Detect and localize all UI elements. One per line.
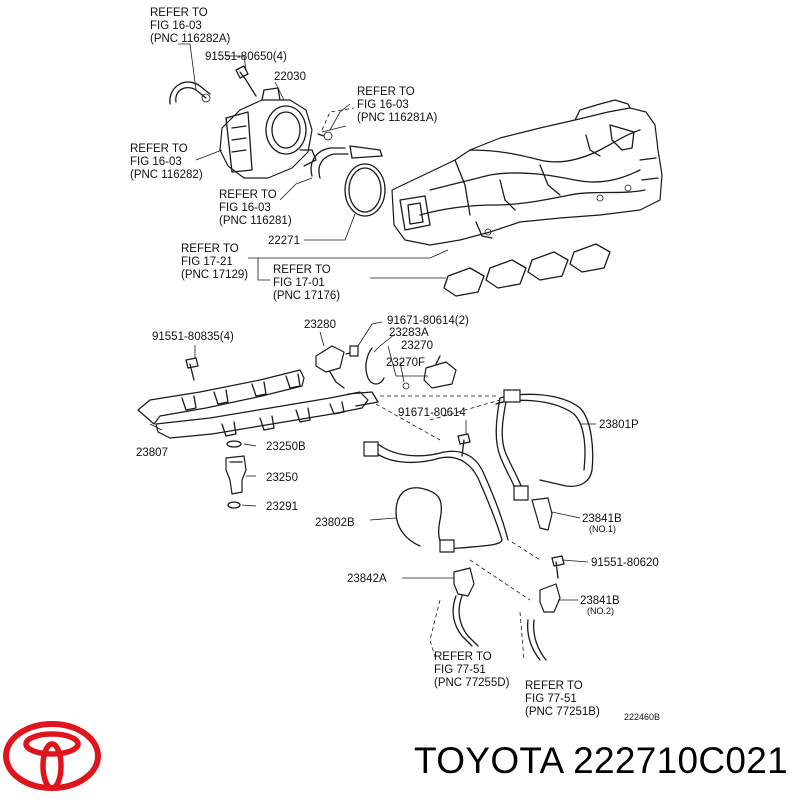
dashed-reference-lines bbox=[321, 107, 541, 661]
lower-fuel-hoses-drawing bbox=[452, 595, 547, 661]
fuel-pipe-23801P-drawing bbox=[495, 389, 594, 501]
label-23280: 23280 bbox=[304, 319, 336, 331]
injector-drawing bbox=[225, 440, 247, 509]
ref-left-mid-line3: (PNC 116282) bbox=[130, 169, 203, 181]
label-91671-80614: 91671-80614 bbox=[398, 407, 466, 419]
ref-right-top-line2: FIG 16-03 bbox=[357, 99, 409, 111]
ref-fig-17-21-line1: REFER TO bbox=[181, 243, 239, 255]
label-23283A: 23283A bbox=[389, 327, 429, 339]
ref-left-mid-line1: REFER TO bbox=[130, 143, 188, 155]
label-23801P: 23801P bbox=[599, 419, 639, 431]
label-22271: 22271 bbox=[268, 235, 300, 247]
ref-fig-77-51-b-line2: FIG 77-51 bbox=[525, 693, 577, 705]
throttle-gasket-ring bbox=[344, 163, 386, 217]
label-23841B-no2: 23841B bbox=[580, 595, 620, 607]
fuel-hose-23802B-drawing bbox=[363, 433, 509, 553]
label-91551-80835: 91551-80835(4) bbox=[152, 331, 234, 343]
fuel-rail-drawing bbox=[137, 357, 379, 439]
label-23841B-no1: 23841B bbox=[582, 513, 622, 525]
label-23802B: 23802B bbox=[315, 517, 355, 529]
label-23270: 23270 bbox=[401, 340, 433, 352]
ref-fig-77-51-a-line2: FIG 77-51 bbox=[434, 664, 486, 676]
ref-throttle-top-line3: (PNC 116282A) bbox=[150, 33, 230, 45]
label-23841B-no1-note: (NO.1) bbox=[589, 524, 616, 534]
label-23291: 23291 bbox=[266, 501, 298, 513]
ref-mid-hose-line1: REFER TO bbox=[219, 189, 277, 201]
label-91671-80614-2: 91671-80614(2) bbox=[387, 315, 469, 327]
pressure-regulator-drawing bbox=[315, 345, 359, 389]
throttle-body-drawing bbox=[169, 65, 317, 179]
label-22030: 22030 bbox=[274, 71, 306, 83]
clamp-23842A-drawing bbox=[453, 567, 475, 597]
brand-part-number: TOYOTA 222710C021 bbox=[414, 740, 788, 781]
toyota-logo bbox=[3, 721, 101, 791]
clamp-23841B-no1-drawing bbox=[531, 497, 553, 531]
ref-throttle-top-line1: REFER TO bbox=[150, 7, 208, 19]
label-23250: 23250 bbox=[266, 472, 298, 484]
ref-throttle-top-line2: FIG 16-03 bbox=[150, 20, 202, 32]
ref-fig-17-01-line3: (PNC 17176) bbox=[273, 290, 340, 302]
pcv-hose-drawing bbox=[310, 131, 383, 179]
ref-fig-77-51-a-line3: (PNC 77255D) bbox=[434, 677, 510, 689]
ref-mid-hose-line2: FIG 16-03 bbox=[219, 202, 271, 214]
intake-manifold-drawing bbox=[391, 99, 663, 246]
label-91551-80650: 91551-80650(4) bbox=[205, 51, 287, 63]
ref-fig-77-51-a-line1: REFER TO bbox=[434, 651, 492, 663]
diagram-code: 222460B bbox=[624, 712, 660, 722]
intake-gasket-chain bbox=[443, 243, 611, 297]
label-23270F: 23270F bbox=[386, 357, 425, 369]
pulsation-damper-drawing bbox=[365, 347, 457, 390]
ref-fig-17-01-line2: FIG 17-01 bbox=[273, 277, 325, 289]
ref-left-mid-line2: FIG 16-03 bbox=[130, 156, 182, 168]
ref-fig-17-01-line1: REFER TO bbox=[273, 264, 331, 276]
clamp-23841B-no2-drawing bbox=[539, 555, 565, 613]
ref-fig-17-21-line2: FIG 17-21 bbox=[181, 256, 233, 268]
ref-mid-hose-line3: (PNC 116281) bbox=[219, 215, 292, 227]
part-labels: REFER TO FIG 16-03 (PNC 116282A) 91551-8… bbox=[130, 7, 660, 722]
ref-right-top-line3: (PNC 116281A) bbox=[357, 112, 437, 124]
leader-lines bbox=[149, 43, 596, 601]
label-91551-80620: 91551-80620 bbox=[591, 557, 659, 569]
label-23842A: 23842A bbox=[347, 573, 387, 585]
ref-fig-77-51-b-line3: (PNC 77251B) bbox=[525, 706, 600, 718]
ref-fig-17-21-line3: (PNC 17129) bbox=[181, 269, 248, 281]
label-23841B-no2-note: (NO.2) bbox=[587, 606, 614, 616]
label-23250B: 23250B bbox=[266, 441, 306, 453]
ref-right-top-line1: REFER TO bbox=[357, 86, 415, 98]
ref-fig-77-51-b-line1: REFER TO bbox=[525, 680, 583, 692]
label-23807: 23807 bbox=[136, 447, 168, 459]
